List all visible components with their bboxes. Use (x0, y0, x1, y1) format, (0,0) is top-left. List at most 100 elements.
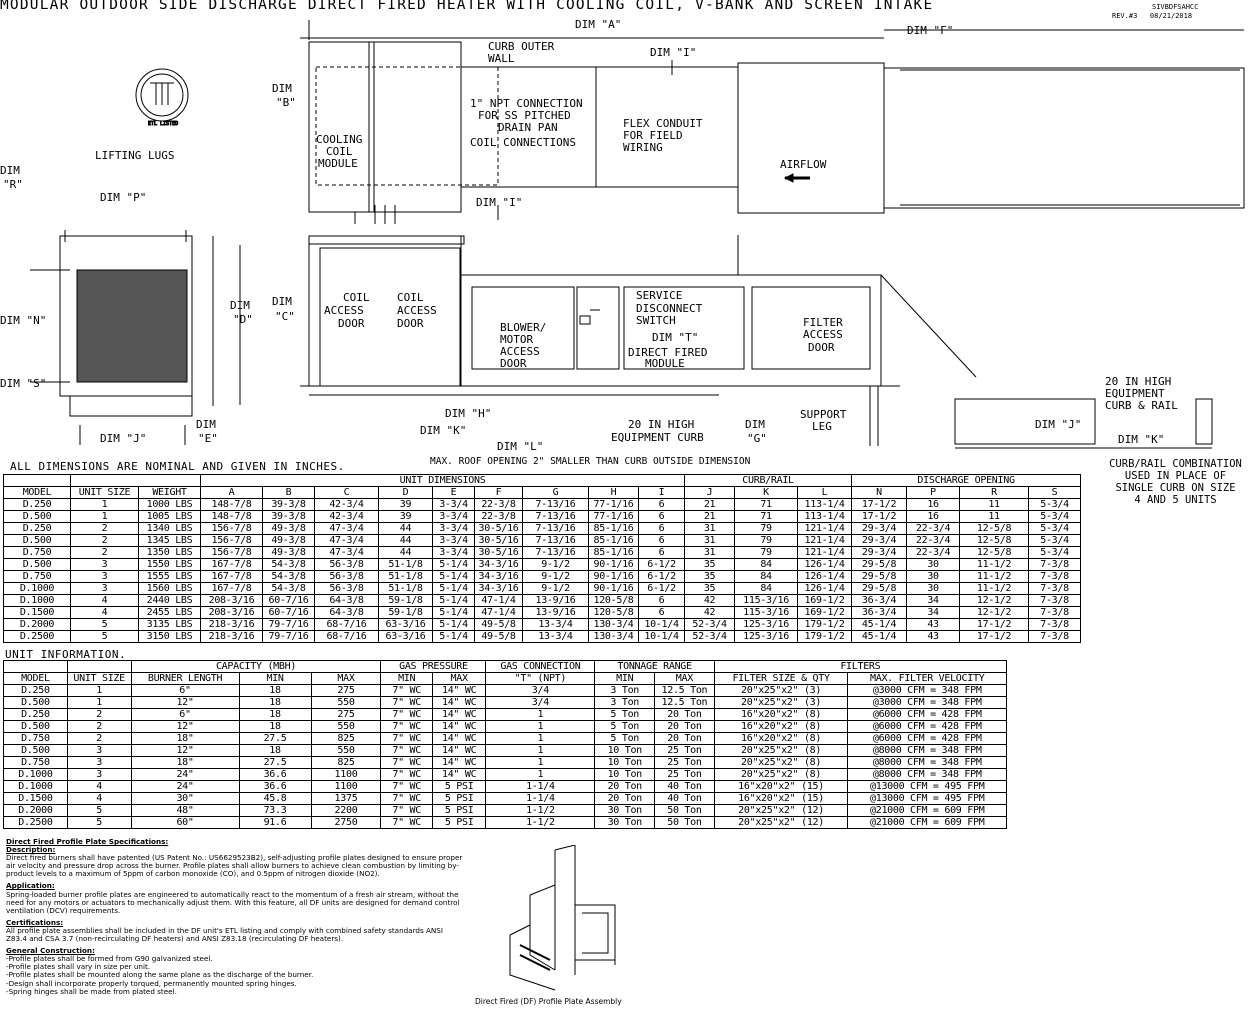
table-cell: 29-3/4 (851, 534, 908, 547)
label: DIM "J" (100, 432, 146, 445)
table-cell: 49-5/8 (474, 618, 523, 631)
table-cell: 43 (906, 630, 961, 643)
table-cell: 6 (637, 510, 686, 523)
group-header: CURB/RAIL (684, 474, 853, 487)
table-cell: 29-5/8 (851, 558, 908, 571)
table-cell: 12-1/2 (959, 606, 1030, 619)
table-cell: 34-3/16 (474, 558, 523, 571)
table-cell: 208-3/16 (200, 606, 263, 619)
table-cell: 24" (130, 780, 240, 793)
table-cell: 275 (310, 684, 382, 697)
table-cell: 71 (734, 498, 799, 511)
table-cell: 14" WC (431, 708, 487, 721)
unit-info-note: UNIT INFORMATION. (5, 648, 127, 661)
table-cell: 50 Ton (654, 804, 715, 817)
top-view (300, 20, 1245, 224)
table-cell: 79 (734, 534, 799, 547)
table-cell: 148-7/8 (200, 498, 263, 511)
table-cell: 7" WC (380, 816, 433, 829)
table-cell: 169-1/2 (797, 606, 853, 619)
table-cell: 63-3/16 (378, 618, 433, 631)
table-cell: 71 (734, 510, 799, 523)
table-cell: 31 (684, 522, 736, 535)
table-cell: D.2500 (3, 630, 71, 643)
table-cell: 5 (66, 816, 132, 829)
table-cell: 3/4 (485, 696, 596, 709)
table-cell: 3-3/4 (432, 498, 475, 511)
table-cell: 3-3/4 (432, 546, 475, 559)
table-cell: 115-3/16 (734, 606, 799, 619)
table-cell: 20 Ton (594, 792, 656, 805)
label: DIM "I" (650, 46, 696, 59)
table-cell: 5-1/4 (432, 630, 475, 643)
table-cell: 24" (130, 768, 240, 781)
table-cell: 3 (66, 768, 132, 781)
label: DIM (0, 164, 20, 177)
table-cell: D.1000 (3, 594, 71, 607)
table-cell: 20"x25"x2" (8) (713, 756, 849, 769)
table-cell: 550 (310, 696, 382, 709)
table-cell: D.500 (3, 510, 71, 523)
spec-text: Spring-loaded burner profile plates are … (6, 889, 460, 915)
table-cell: 52-3/4 (684, 630, 736, 643)
label: MODULE (645, 357, 685, 370)
group-header: UNIT DIMENSIONS (199, 474, 686, 487)
table-cell: 22-3/8 (474, 498, 523, 511)
table-cell: 6 (637, 534, 686, 547)
table-cell: 7-3/8 (1028, 606, 1082, 619)
table-cell: 20"x25"x2" (8) (713, 744, 849, 757)
table-cell: 5 (70, 630, 139, 643)
table-cell: 16"x20"x2" (8) (713, 720, 849, 733)
table-cell: 6 (637, 594, 686, 607)
table-cell: 18 (238, 708, 312, 721)
group-header: GAS CONNECTION (485, 660, 596, 673)
table-cell: 79-7/16 (262, 618, 315, 631)
label: BLOWER/ (500, 321, 546, 334)
label: ACCESS (803, 328, 843, 341)
table-cell: 125-3/16 (734, 618, 799, 631)
table-cell: 156-7/8 (200, 522, 263, 535)
column-header: FILTER SIZE & QTY (713, 672, 849, 685)
table-cell: 45.8 (238, 792, 312, 805)
label: DOOR (338, 317, 365, 330)
table-cell: 30" (130, 792, 240, 805)
table-cell: 16"x20"x2" (15) (713, 780, 849, 793)
table-cell: 126-1/4 (797, 582, 853, 595)
table-cell: D.250 (3, 708, 68, 721)
spec-heading: General Construction: (6, 946, 95, 956)
table-cell: 25 Ton (654, 744, 715, 757)
table-cell: 3135 LBS (138, 618, 201, 631)
table-cell: 3-3/4 (432, 522, 475, 535)
column-header: UNIT SIZE (66, 672, 132, 685)
table-cell: 18 (238, 720, 312, 733)
table-cell: 63-3/16 (378, 630, 433, 643)
group-header: FILTERS (713, 660, 1008, 673)
table-cell: 1100 (310, 780, 382, 793)
label: SUPPORT (800, 408, 847, 421)
label: DIM "K" (420, 424, 466, 437)
table-cell: 5 (70, 618, 139, 631)
table-cell: 130-3/4 (588, 630, 639, 643)
table-cell: 3 (66, 756, 132, 769)
table-cell: 2200 (310, 804, 382, 817)
table-cell: D.1500 (3, 792, 68, 805)
table-cell: 11 (959, 498, 1030, 511)
table-cell: 30 (906, 570, 961, 583)
label: DIM (230, 299, 250, 312)
column-header: MIN (380, 672, 433, 685)
table-cell: 44 (378, 522, 433, 535)
table-cell: 7" WC (380, 696, 433, 709)
label: USED IN PLACE OF (1124, 470, 1227, 482)
table-cell: D.500 (3, 696, 68, 709)
revision: REV.#3 08/21/2018 (1112, 12, 1193, 20)
table-cell: 1100 (310, 768, 382, 781)
table-cell: 3 Ton (594, 696, 656, 709)
table-cell: 22-3/4 (906, 546, 961, 559)
profile-plate-caption: Direct Fired (DF) Profile Plate Assembly (475, 997, 622, 1006)
table-cell: 7" WC (380, 768, 433, 781)
table-cell: 179-1/2 (797, 630, 853, 643)
table-cell: 3/4 (485, 684, 596, 697)
